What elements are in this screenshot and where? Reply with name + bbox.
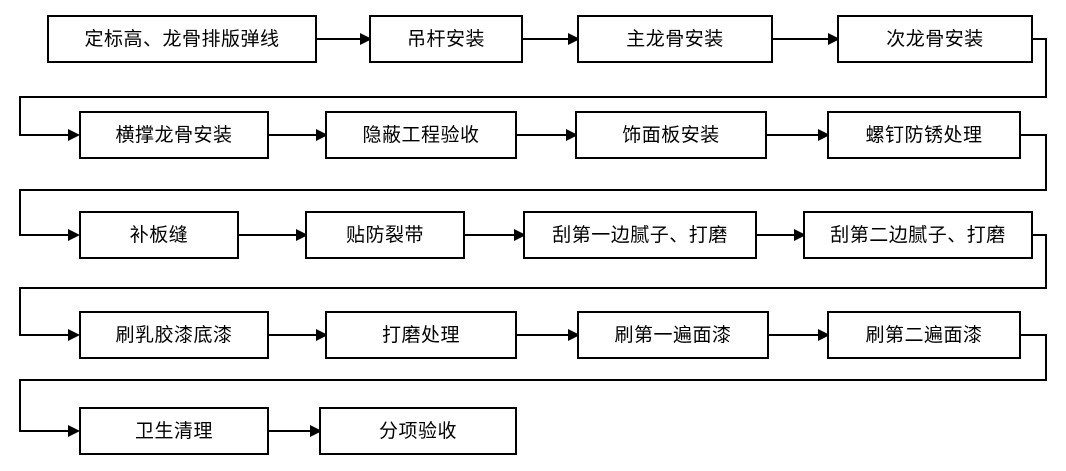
node-label: 卫生清理 [135, 420, 213, 442]
flow-node-n18[interactable]: 分项验收 [319, 407, 517, 455]
node-box [79, 407, 269, 455]
node-box [47, 15, 317, 63]
node-box [305, 211, 465, 259]
wrap-connector-row3-row4 [19, 234, 1047, 341]
arrow-n17-n18 [268, 425, 322, 437]
node-label: 螺钉防锈处理 [865, 124, 982, 146]
flow-node-n8[interactable]: 螺钉防锈处理 [827, 111, 1021, 159]
arrow-n1-n2 [316, 33, 372, 45]
node-label: 刮第二边腻子、打磨 [830, 224, 1006, 246]
node-label: 打磨处理 [382, 324, 460, 346]
flow-node-n1[interactable]: 定标高、龙骨排版弹线 [47, 15, 317, 63]
node-box [827, 111, 1021, 159]
node-box [319, 407, 517, 455]
arrow-n11-n12 [756, 229, 806, 241]
arrow-n9-n10 [238, 229, 308, 241]
flow-node-n5[interactable]: 横撑龙骨安装 [79, 111, 269, 159]
node-label: 次龙骨安装 [886, 28, 984, 50]
node-box [523, 211, 757, 259]
wrap-connector-row4-row5 [19, 334, 1047, 437]
flow-node-n15[interactable]: 刷第一遍面漆 [577, 311, 769, 359]
node-box [575, 111, 767, 159]
wrap-connector-row1-row2 [19, 38, 1047, 141]
arrow-n3-n4 [772, 33, 840, 45]
arrow-n2-n3 [522, 33, 580, 45]
node-label: 吊杆安装 [407, 28, 485, 50]
arrow-n10-n11 [464, 229, 526, 241]
node-label: 刷乳胶漆底漆 [115, 324, 232, 346]
node-label: 补板缝 [130, 224, 189, 246]
arrow-n7-n8 [766, 129, 830, 141]
node-label: 贴防裂带 [346, 224, 424, 246]
node-label: 主龙骨安装 [626, 28, 724, 50]
flow-node-n17[interactable]: 卫生清理 [79, 407, 269, 455]
arrow-n13-n14 [268, 329, 328, 341]
node-box [325, 111, 517, 159]
node-label: 横撑龙骨安装 [115, 124, 232, 146]
flow-node-n7[interactable]: 饰面板安装 [575, 111, 767, 159]
flow-node-n12[interactable]: 刮第二边腻子、打磨 [803, 211, 1033, 259]
node-label: 饰面板安装 [622, 124, 720, 146]
arrow-n14-n15 [516, 329, 580, 341]
node-label: 刷第一遍面漆 [614, 324, 731, 346]
node-box [803, 211, 1033, 259]
node-box [827, 311, 1021, 359]
flow-node-n13[interactable]: 刷乳胶漆底漆 [79, 311, 269, 359]
node-box [79, 311, 269, 359]
arrow-n5-n6 [268, 129, 328, 141]
flow-node-n2[interactable]: 吊杆安装 [369, 15, 523, 63]
flow-node-n3[interactable]: 主龙骨安装 [577, 15, 773, 63]
node-box [325, 311, 517, 359]
wrap-connector-row2-row3 [19, 134, 1047, 241]
flow-node-n10[interactable]: 贴防裂带 [305, 211, 465, 259]
node-box [837, 15, 1033, 63]
arrow-n6-n7 [516, 129, 578, 141]
flow-node-n9[interactable]: 补板缝 [79, 211, 239, 259]
node-box [79, 211, 239, 259]
node-box [577, 311, 769, 359]
flow-node-n14[interactable]: 打磨处理 [325, 311, 517, 359]
flow-node-n16[interactable]: 刷第二遍面漆 [827, 311, 1021, 359]
arrow-n15-n16 [768, 329, 830, 341]
node-label: 分项验收 [379, 420, 457, 442]
node-box [577, 15, 773, 63]
node-label: 刷第二遍面漆 [865, 324, 982, 346]
node-label: 隐蔽工程验收 [362, 124, 479, 146]
flow-node-n6[interactable]: 隐蔽工程验收 [325, 111, 517, 159]
flow-node-n11[interactable]: 刮第一边腻子、打磨 [523, 211, 757, 259]
node-label: 刮第一边腻子、打磨 [552, 224, 728, 246]
node-label: 定标高、龙骨排版弹线 [84, 28, 279, 50]
flow-node-n4[interactable]: 次龙骨安装 [837, 15, 1033, 63]
